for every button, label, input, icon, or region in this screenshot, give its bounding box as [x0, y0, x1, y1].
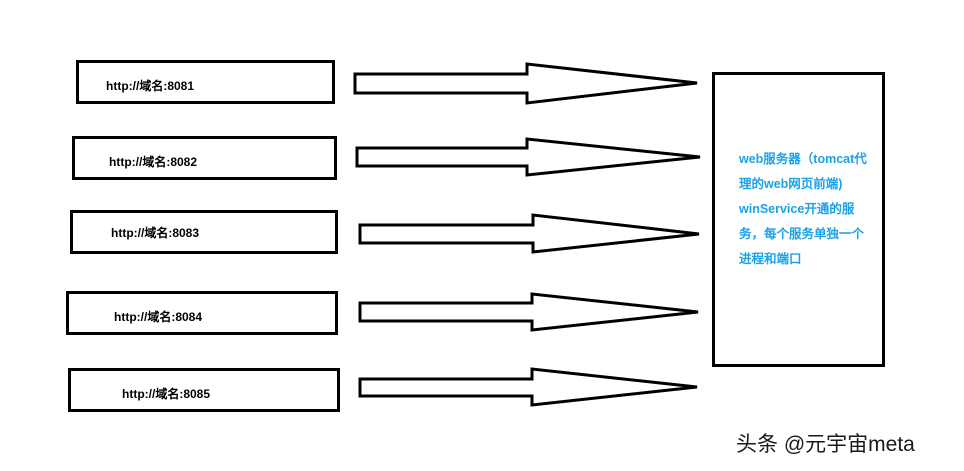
arrow-3 [358, 213, 700, 254]
url-label-8082: http://域名:8082 [109, 155, 198, 169]
url-box-8085: http://域名:8085 [68, 368, 340, 412]
url-label-8081: http://域名:8081 [106, 79, 195, 93]
arrow-2 [355, 137, 701, 177]
arrow-5 [358, 367, 698, 407]
arrow-4 [358, 292, 699, 332]
server-line-2: 理的web网页前端) [739, 177, 843, 191]
watermark: 头条 @元宇宙meta [736, 433, 915, 456]
web-server-box: web服务器（tomcat代 理的web网页前端) winService开通的服… [712, 72, 885, 367]
server-line-3: winService开通的服 [739, 202, 855, 216]
url-box-8081: http://域名:8081 [76, 60, 335, 104]
server-line-4: 务，每个服务单独一个 [739, 227, 865, 241]
url-box-8083: http://域名:8083 [70, 210, 338, 254]
url-label-8084: http://域名:8084 [114, 310, 203, 324]
server-line-5: 进程和端口 [739, 252, 802, 266]
server-line-1: web服务器（tomcat代 [739, 152, 867, 166]
url-label-8085: http://域名:8085 [122, 387, 211, 401]
arrow-1 [353, 62, 698, 105]
url-box-8082: http://域名:8082 [72, 136, 337, 180]
server-description: web服务器（tomcat代 理的web网页前端) winService开通的服… [739, 147, 879, 272]
url-label-8083: http://域名:8083 [111, 226, 200, 240]
url-box-8084: http://域名:8084 [66, 291, 338, 335]
